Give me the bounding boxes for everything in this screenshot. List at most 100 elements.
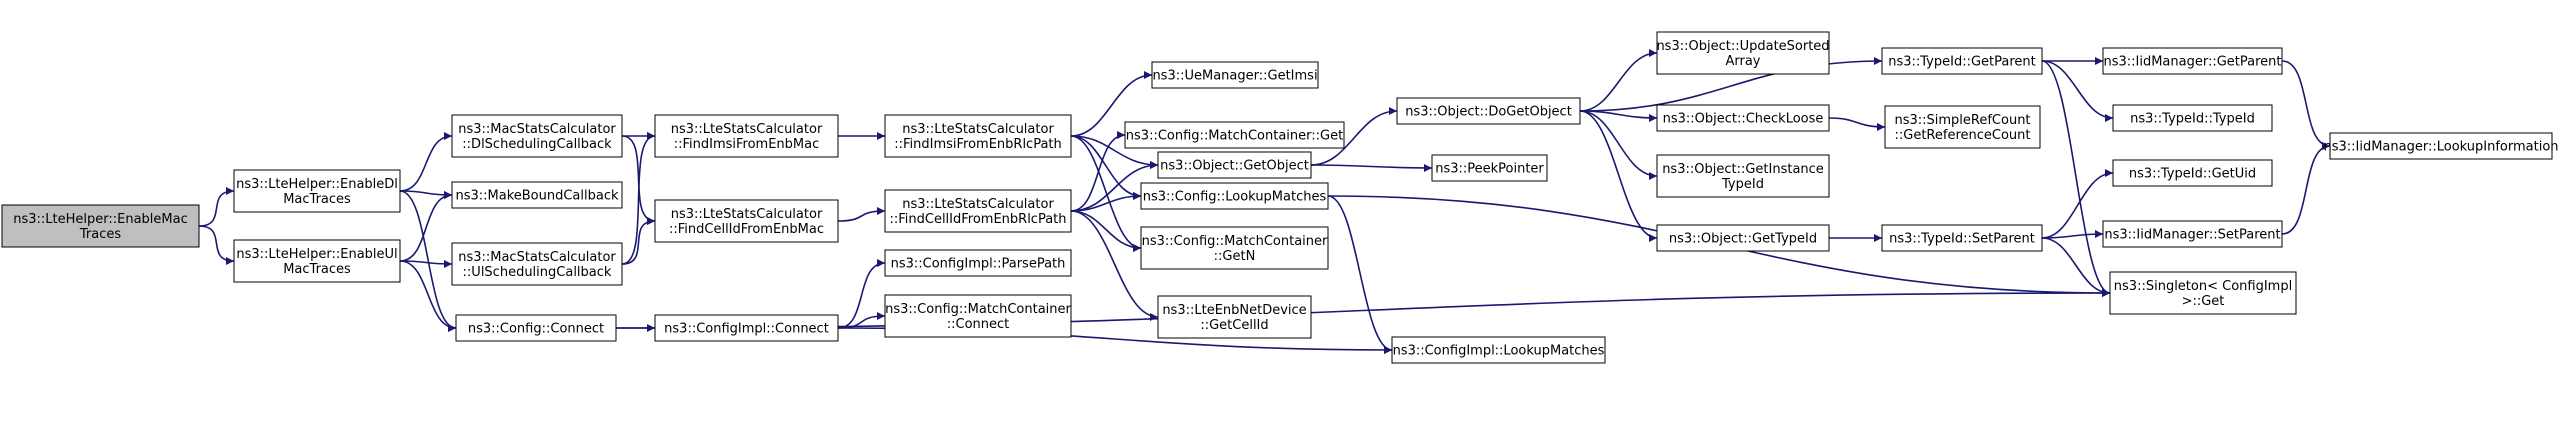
node-match-getn[interactable]: ns3::Config::MatchContainer::GetN	[1140, 226, 1329, 270]
node-label: ::Connect	[947, 317, 1010, 332]
edge-do-getobject-to-tid-getparent	[1579, 57, 1883, 112]
node-label: ::GetReferenceCount	[1895, 128, 2031, 143]
node-label: ns3::TypeId::TypeId	[2130, 112, 2255, 127]
node-box	[455, 314, 617, 342]
node-label: ns3::SimpleRefCount	[1894, 113, 2030, 128]
node-find-imsi-rlc[interactable]: ns3::LteStatsCalculator::FindImsiFromEnb…	[884, 114, 1072, 158]
node-parse-path[interactable]: ns3::ConfigImpl::ParsePath	[884, 249, 1072, 277]
node-tid-setparent[interactable]: ns3::TypeId::SetParent	[1881, 224, 2043, 252]
node-find-cell-enbmac[interactable]: ns3::LteStatsCalculator::FindCellIdFromE…	[654, 199, 839, 243]
node-box	[1157, 151, 1312, 179]
node-label: TypeId	[1721, 177, 1764, 192]
node-box	[1656, 104, 1830, 132]
node-tid-typeid[interactable]: ns3::TypeId::TypeId	[2112, 104, 2273, 132]
node-label: ns3::LteStatsCalculator	[671, 207, 823, 222]
node-label: >::Get	[2182, 294, 2225, 309]
node-label: ns3::TypeId::GetParent	[1888, 55, 2036, 70]
node-label: ns3::ConfigImpl::LookupMatches	[1393, 344, 1605, 359]
node-box	[1656, 154, 1830, 198]
edge-find-cell-rlc-to-object-getobject	[1070, 161, 1159, 212]
node-ue-get-imsi[interactable]: ns3::UeManager::GetImsi	[1151, 61, 1319, 89]
edge-object-getobject-to-peek-pointer	[1310, 163, 1433, 172]
node-mac-dl-sched[interactable]: ns3::MacStatsCalculator::DlSchedulingCal…	[451, 114, 623, 158]
node-label: ns3::Object::DoGetObject	[1405, 105, 1572, 120]
node-label: ::DlSchedulingCallback	[462, 137, 612, 152]
node-tid-getuid[interactable]: ns3::TypeId::GetUid	[2112, 159, 2273, 187]
edge-iid-setparent-to-iid-lookup	[2281, 142, 2331, 235]
node-find-cell-rlc[interactable]: ns3::LteStatsCalculator::FindCellIdFromE…	[884, 189, 1072, 233]
edge-iid-getparent-to-iid-lookup	[2281, 60, 2331, 150]
edge-find-cell-rlc-to-match-getn	[1070, 210, 1142, 252]
node-label: ns3::Object::GetTypeId	[1669, 232, 1817, 247]
node-label: ns3::ConfigImpl::ParsePath	[891, 257, 1066, 272]
node-label: ns3::UeManager::GetImsi	[1152, 69, 1317, 84]
edge-lte-enable-ul-to-make-bound	[399, 191, 453, 262]
node-label: ns3::ConfigImpl::Connect	[664, 322, 829, 337]
node-label: ns3::PeekPointer	[1435, 162, 1544, 177]
node-label: MacTraces	[283, 192, 351, 207]
node-label: ns3::Config::LookupMatches	[1143, 190, 1327, 205]
node-config-connect[interactable]: ns3::Config::Connect	[455, 314, 617, 342]
node-layer: ns3::LteHelper::EnableMacTracesns3::LteH…	[1, 31, 2559, 364]
node-box	[451, 242, 623, 286]
node-simple-refcount[interactable]: ns3::SimpleRefCount::GetReferenceCount	[1884, 105, 2041, 149]
node-singleton-get[interactable]: ns3::Singleton< ConfigImpl >::Get	[2109, 271, 2297, 315]
node-label: ns3::LteEnbNetDevice	[1162, 303, 1306, 318]
node-enb-getcellid[interactable]: ns3::LteEnbNetDevice::GetCellId	[1157, 295, 1312, 339]
node-label: ns3::MakeBoundCallback	[455, 189, 619, 204]
node-box	[1396, 97, 1581, 125]
node-get-typeid[interactable]: ns3::Object::GetTypeId	[1656, 224, 1830, 252]
edge-lte-enable-dl-to-config-connect	[399, 190, 457, 332]
node-label: ns3::Object::CheckLoose	[1663, 112, 1824, 127]
node-box	[2102, 47, 2283, 75]
edge-configimpl-connect-to-parse-path	[837, 259, 886, 329]
node-label: MacTraces	[283, 262, 351, 277]
node-check-loose[interactable]: ns3::Object::CheckLoose	[1656, 104, 1830, 132]
node-box	[1391, 336, 1606, 364]
edge-find-cell-rlc-to-match-get	[1070, 131, 1126, 212]
node-box	[451, 181, 623, 209]
edge-tid-getparent-to-tid-typeid	[2041, 60, 2114, 122]
node-configimpl-lookup[interactable]: ns3::ConfigImpl::LookupMatches	[1391, 336, 1606, 364]
node-label: ns3::IidManager::LookupInformation	[2323, 140, 2558, 155]
node-box	[1140, 182, 1329, 210]
node-label: ::GetCellId	[1200, 318, 1268, 333]
node-label: ns3::Config::MatchContainer::Get	[1126, 129, 1343, 144]
edge-mac-ul-sched-to-find-imsi-enbmac	[621, 132, 656, 265]
edge-lte-enable-mac-to-lte-enable-ul	[198, 225, 235, 265]
node-box	[233, 169, 401, 213]
edge-config-connect-to-singleton-get	[615, 289, 2111, 329]
node-peek-pointer[interactable]: ns3::PeekPointer	[1431, 154, 1548, 182]
node-label: Array	[1725, 54, 1760, 69]
node-box	[2102, 220, 2283, 248]
node-box	[884, 114, 1072, 158]
node-box	[654, 199, 839, 243]
edge-find-cell-rlc-to-config-lookup	[1070, 192, 1142, 212]
edge-config-lookup-to-configimpl-lookup	[1327, 195, 1393, 354]
node-box	[2329, 132, 2553, 160]
node-tid-getparent[interactable]: ns3::TypeId::GetParent	[1881, 47, 2043, 75]
node-iid-setparent[interactable]: ns3::IidManager::SetParent	[2102, 220, 2283, 248]
node-do-getobject[interactable]: ns3::Object::DoGetObject	[1396, 97, 1581, 125]
node-find-imsi-enbmac[interactable]: ns3::LteStatsCalculator::FindImsiFromEnb…	[654, 114, 839, 158]
node-mac-ul-sched[interactable]: ns3::MacStatsCalculator::UlSchedulingCal…	[451, 242, 623, 286]
node-iid-lookup[interactable]: ns3::IidManager::LookupInformation	[2323, 132, 2559, 160]
node-config-lookup[interactable]: ns3::Config::LookupMatches	[1140, 182, 1329, 210]
node-make-bound[interactable]: ns3::MakeBoundCallback	[451, 181, 623, 209]
node-configimpl-connect[interactable]: ns3::ConfigImpl::Connect	[654, 314, 839, 342]
node-match-get[interactable]: ns3::Config::MatchContainer::Get	[1124, 121, 1345, 149]
node-iid-getparent[interactable]: ns3::IidManager::GetParent	[2102, 47, 2283, 75]
edge-tid-getparent-to-singleton-get	[2041, 60, 2111, 297]
node-label: ns3::IidManager::GetParent	[2103, 55, 2281, 70]
node-object-getobject[interactable]: ns3::Object::GetObject	[1157, 151, 1312, 179]
edge-do-getobject-to-update-sorted	[1579, 49, 1658, 112]
node-match-connect[interactable]: ns3::Config::MatchContainer::Connect	[884, 294, 1072, 338]
node-label: ns3::Config::Connect	[468, 322, 604, 337]
node-label: ns3::Object::UpdateSorted	[1656, 39, 1829, 54]
